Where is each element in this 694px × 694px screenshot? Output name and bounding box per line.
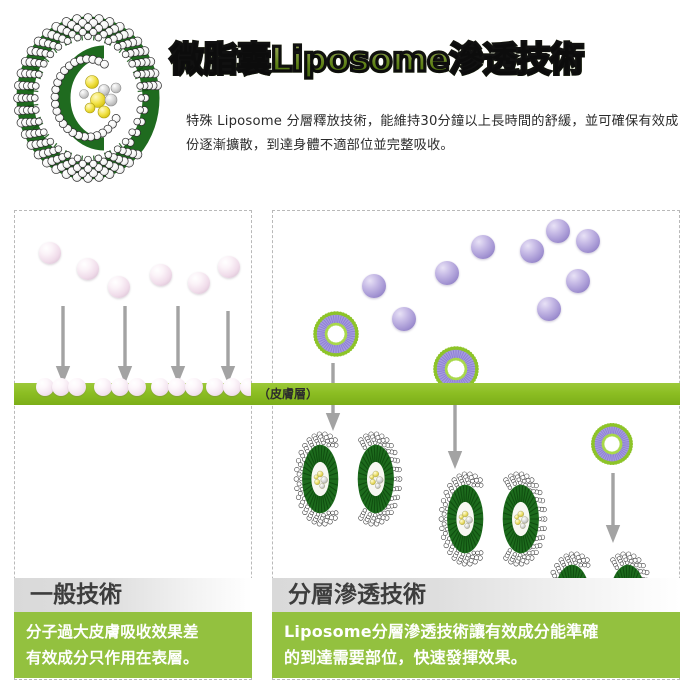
cargo-cluster — [79, 75, 122, 119]
down-arrow-icon — [447, 397, 463, 469]
caption-box-left: 分子過大皮膚吸收效果差 有效成分只作用在表層。 — [14, 612, 252, 678]
surface-molecule — [206, 378, 224, 396]
down-arrow-icon — [170, 306, 186, 384]
particle-molecule — [566, 269, 590, 293]
down-arrow-icon — [605, 473, 621, 543]
surface-molecule — [52, 378, 70, 396]
liposome-split-cell — [293, 431, 403, 527]
particle-molecule — [537, 297, 561, 321]
liposome-ring-icon — [313, 311, 359, 357]
particle-molecule — [150, 264, 172, 286]
surface-molecule — [185, 378, 203, 396]
particle-molecule — [435, 261, 459, 285]
down-arrow-icon — [117, 306, 133, 384]
header-section: 微脂囊Liposome滲透技術 特殊 Liposome 分層釋放技術，能維持30… — [0, 0, 694, 196]
particle-molecule — [362, 274, 386, 298]
surface-molecule — [223, 378, 241, 396]
caption-right-line2: 的到達需要部位，快速發揮效果。 — [284, 648, 528, 667]
particle-molecule — [546, 219, 570, 243]
liposome-split-cell — [438, 471, 548, 567]
surface-molecule — [151, 378, 169, 396]
skin-layer-label: （皮膚層） — [258, 387, 319, 401]
surface-molecule — [240, 378, 251, 396]
title-wrap: 微脂囊Liposome滲透技術 — [168, 32, 590, 94]
heading-right-label: 分層滲透技術 — [288, 582, 426, 608]
header-description: 特殊 Liposome 分層釋放技術，能維持30分鐘以上長時間的舒緩，並可確保有… — [186, 114, 679, 153]
down-arrow-icon — [55, 306, 71, 384]
caption-box-right: Liposome分層滲透技術讓有效成分能準確 的到達需要部位，快速發揮效果。 — [272, 612, 680, 678]
liposome-ring-icon — [591, 423, 633, 465]
particle-molecule — [520, 239, 544, 263]
surface-molecule — [68, 378, 86, 396]
panel-left-content — [15, 211, 251, 679]
particle-molecule — [39, 242, 61, 264]
page-title: 微脂囊Liposome滲透技術 — [168, 32, 590, 88]
surface-molecule — [168, 378, 186, 396]
surface-molecule — [36, 378, 54, 396]
heading-left-label: 一般技術 — [30, 582, 122, 608]
particle-molecule — [471, 235, 495, 259]
particle-molecule — [218, 256, 240, 278]
particle-molecule — [77, 258, 99, 280]
heading-layered-penetration: 分層滲透技術 — [272, 578, 680, 612]
down-arrow-icon — [220, 311, 236, 384]
surface-molecule — [128, 378, 146, 396]
caption-left-line2: 有效成分只作用在表層。 — [26, 649, 199, 667]
liposome-cutaway-icon — [13, 13, 162, 183]
particle-molecule — [392, 307, 416, 331]
caption-right-line1: Liposome分層滲透技術讓有效成分能準確 — [284, 622, 599, 641]
heading-general-technology: 一般技術 — [14, 578, 252, 612]
particle-molecule — [108, 276, 130, 298]
particle-molecule — [188, 272, 210, 294]
caption-left-line1: 分子過大皮膚吸收效果差 — [26, 623, 199, 641]
surface-molecule — [111, 378, 129, 396]
particle-molecule — [576, 229, 600, 253]
surface-molecule — [94, 378, 112, 396]
